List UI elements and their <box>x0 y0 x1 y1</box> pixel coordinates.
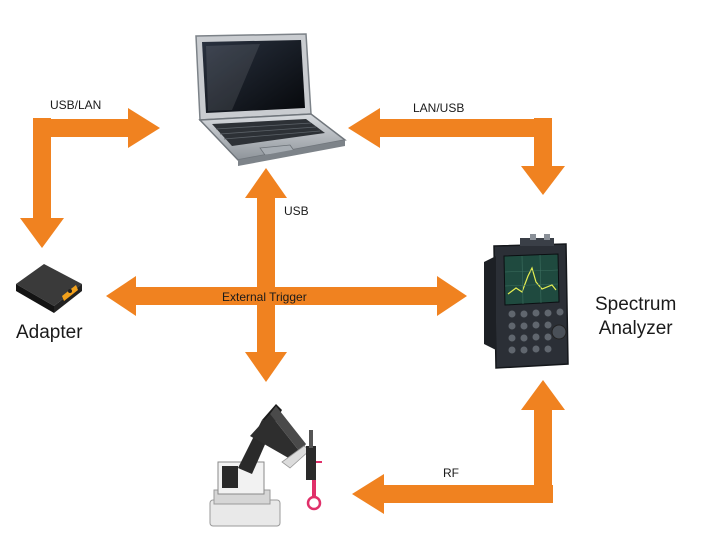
label-usb: USB <box>284 204 309 218</box>
arrow-laptop-adapter <box>20 108 160 248</box>
laptop-icon <box>195 33 347 166</box>
robot-arm-icon <box>209 404 322 527</box>
usb-adapter-icon <box>16 264 82 313</box>
label-lan-usb: LAN/USB <box>413 101 465 115</box>
label-adapter: Adapter <box>16 322 83 343</box>
label-rf: RF <box>443 466 459 480</box>
label-spectrum-analyzer: Spectrum Analyzer <box>595 294 677 339</box>
label-external-trigger: External Trigger <box>222 290 307 304</box>
arrow-laptop-analyzer <box>348 108 565 195</box>
arrow-analyzer-robot <box>352 380 565 514</box>
arrow-trigger <box>106 276 467 316</box>
arrow-laptop-robot <box>245 168 287 382</box>
spectrum-analyzer-icon <box>484 234 569 369</box>
label-usb-lan: USB/LAN <box>50 98 102 112</box>
